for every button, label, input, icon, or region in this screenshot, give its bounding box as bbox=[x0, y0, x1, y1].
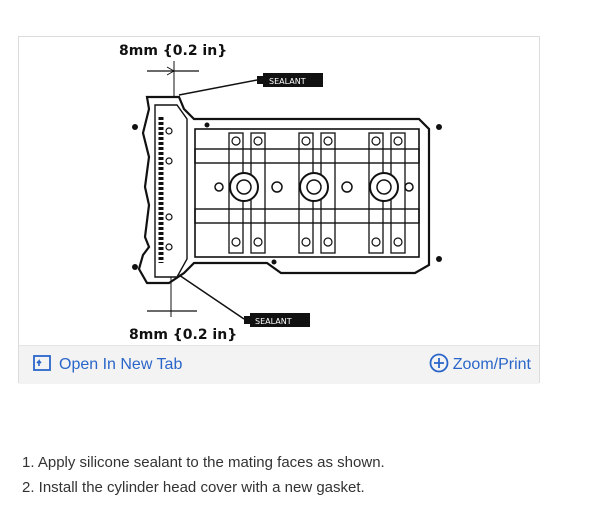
open-new-tab-button[interactable]: Open In New Tab bbox=[33, 354, 182, 376]
zoom-print-button[interactable]: Zoom/Print bbox=[429, 353, 531, 378]
cylinder-head-diagram: 8mm {0.2 in} SEALANT bbox=[119, 43, 442, 343]
bottom-sealant-tube: SEALANT bbox=[178, 274, 310, 327]
bottom-dimension-label: 8mm {0.2 in} bbox=[129, 327, 237, 343]
figure-card: 8mm {0.2 in} SEALANT bbox=[18, 36, 540, 384]
top-sealant-label: SEALANT bbox=[269, 77, 306, 86]
bottom-sealant-label: SEALANT bbox=[255, 317, 292, 326]
open-new-tab-icon bbox=[33, 354, 51, 376]
zoom-print-label: Zoom/Print bbox=[452, 356, 531, 373]
open-new-tab-label: Open In New Tab bbox=[59, 356, 183, 373]
figure-toolbar: Open In New Tab Zoom/Print bbox=[19, 345, 539, 384]
instruction-step: 2. Install the cylinder head cover with … bbox=[22, 479, 365, 496]
instruction-step: 1. Apply silicone sealant to the mating … bbox=[22, 454, 385, 471]
top-sealant-tube: SEALANT bbox=[178, 73, 323, 96]
zoom-plus-icon bbox=[429, 353, 449, 378]
top-dimension-label: 8mm {0.2 in} bbox=[119, 43, 227, 59]
instruction-list: 1. Apply silicone sealant to the mating … bbox=[22, 450, 385, 500]
